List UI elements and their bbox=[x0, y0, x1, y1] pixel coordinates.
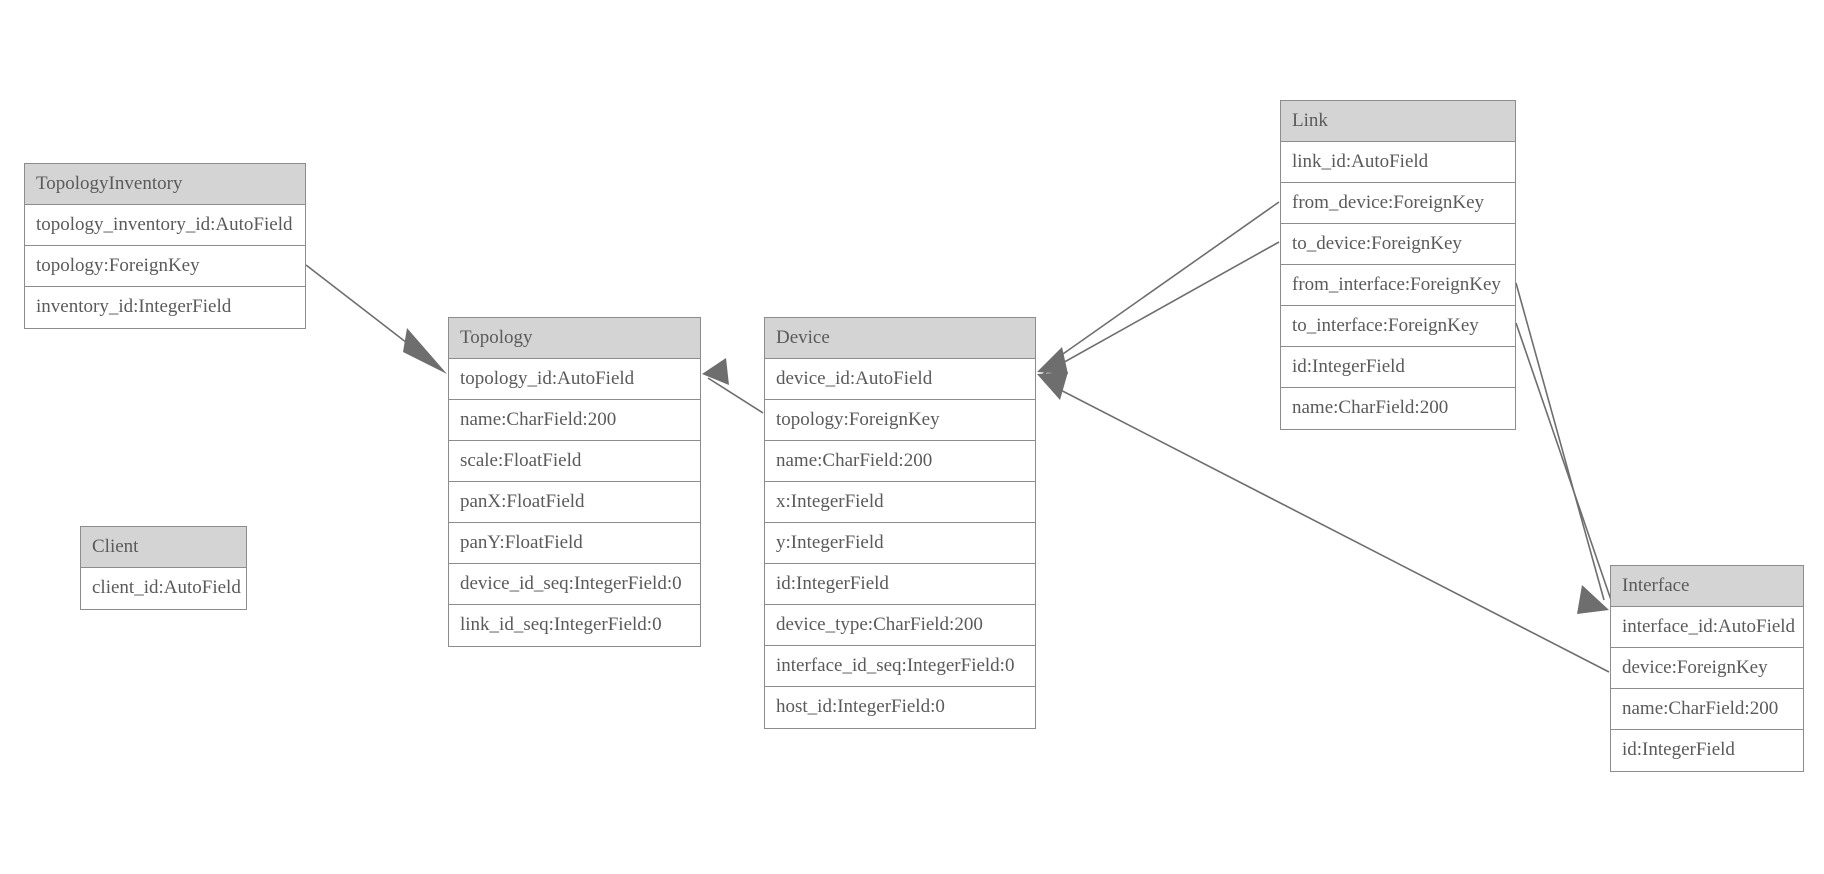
entity-link[interactable]: Link link_id:AutoField from_device:Forei… bbox=[1280, 100, 1516, 430]
attribute-row: id:IntegerField bbox=[765, 564, 1035, 605]
entity-title-topology: Topology bbox=[449, 318, 700, 359]
entity-title-topologyinventory: TopologyInventory bbox=[25, 164, 305, 205]
entity-title-link: Link bbox=[1281, 101, 1515, 142]
edge-link-fromdevice-device bbox=[1042, 201, 1280, 369]
attribute-row: from_interface:ForeignKey bbox=[1281, 265, 1515, 306]
edge-topologyinventory-topology bbox=[305, 264, 443, 371]
attribute-row: to_device:ForeignKey bbox=[1281, 224, 1515, 265]
attribute-row: interface_id_seq:IntegerField:0 bbox=[765, 646, 1035, 687]
attribute-row: name:CharField:200 bbox=[449, 400, 700, 441]
attribute-row: id:IntegerField bbox=[1611, 730, 1803, 771]
entity-topologyinventory[interactable]: TopologyInventory topology_inventory_id:… bbox=[24, 163, 306, 329]
attribute-row: id:IntegerField bbox=[1281, 347, 1515, 388]
attribute-row: panY:FloatField bbox=[449, 523, 700, 564]
attribute-row: x:IntegerField bbox=[765, 482, 1035, 523]
attribute-row: topology:ForeignKey bbox=[765, 400, 1035, 441]
attribute-row: from_device:ForeignKey bbox=[1281, 183, 1515, 224]
attribute-row: panX:FloatField bbox=[449, 482, 700, 523]
arrowhead-device-right-lower bbox=[1037, 372, 1068, 400]
arrowhead-topology-right bbox=[702, 358, 729, 385]
attribute-row: device_type:CharField:200 bbox=[765, 605, 1035, 646]
edge-link-frominterface-interface bbox=[1515, 282, 1605, 601]
attribute-row: name:CharField:200 bbox=[765, 441, 1035, 482]
attribute-row: topology:ForeignKey bbox=[25, 246, 305, 287]
attribute-row: name:CharField:200 bbox=[1281, 388, 1515, 429]
edge-device-topology bbox=[707, 377, 764, 414]
entity-interface[interactable]: Interface interface_id:AutoField device:… bbox=[1610, 565, 1804, 772]
attribute-row: topology_inventory_id:AutoField bbox=[25, 205, 305, 246]
attribute-row: inventory_id:IntegerField bbox=[25, 287, 305, 328]
entity-topology[interactable]: Topology topology_id:AutoField name:Char… bbox=[448, 317, 701, 647]
entity-title-client: Client bbox=[81, 527, 246, 568]
attribute-row: name:CharField:200 bbox=[1611, 689, 1803, 730]
attribute-row: host_id:IntegerField:0 bbox=[765, 687, 1035, 728]
attribute-row: device:ForeignKey bbox=[1611, 648, 1803, 689]
edge-link-todevice-device bbox=[1042, 241, 1280, 375]
edge-link-tointerface-interface bbox=[1515, 322, 1612, 601]
entity-device[interactable]: Device device_id:AutoField topology:Fore… bbox=[764, 317, 1036, 729]
attribute-row: to_interface:ForeignKey bbox=[1281, 306, 1515, 347]
attribute-row: device_id_seq:IntegerField:0 bbox=[449, 564, 700, 605]
entity-client[interactable]: Client client_id:AutoField bbox=[80, 526, 247, 610]
attribute-row: link_id_seq:IntegerField:0 bbox=[449, 605, 700, 646]
attribute-row: client_id:AutoField bbox=[81, 568, 246, 609]
arrowhead-interface-left bbox=[1577, 585, 1609, 614]
entity-title-device: Device bbox=[765, 318, 1035, 359]
attribute-row: topology_id:AutoField bbox=[449, 359, 700, 400]
arrowhead-device-right-upper bbox=[1037, 347, 1068, 374]
attribute-row: device_id:AutoField bbox=[765, 359, 1035, 400]
attribute-row: interface_id:AutoField bbox=[1611, 607, 1803, 648]
arrowhead-topology-left bbox=[403, 328, 447, 374]
entity-title-interface: Interface bbox=[1611, 566, 1803, 607]
attribute-row: link_id:AutoField bbox=[1281, 142, 1515, 183]
attribute-row: scale:FloatField bbox=[449, 441, 700, 482]
attribute-row: y:IntegerField bbox=[765, 523, 1035, 564]
